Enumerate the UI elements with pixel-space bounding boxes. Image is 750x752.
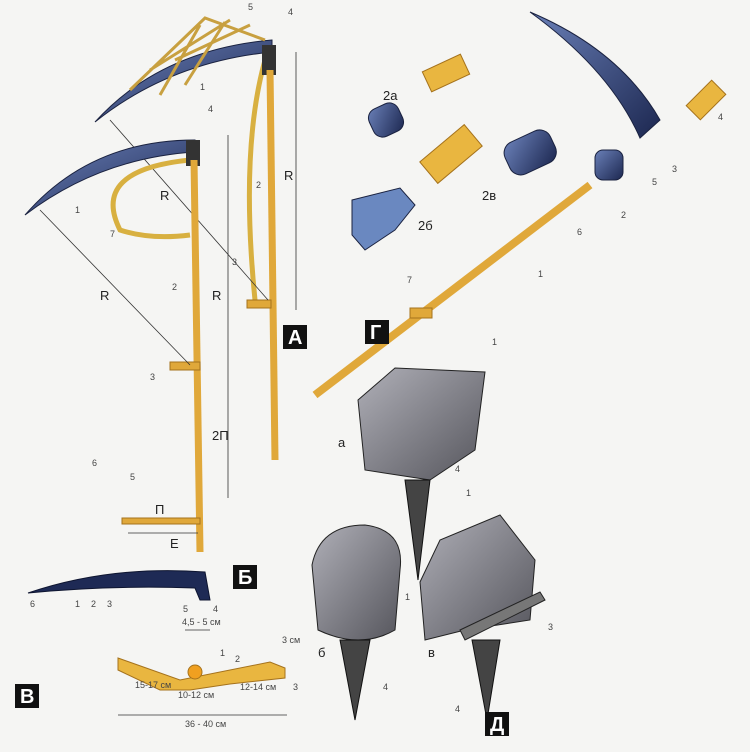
ring-2 [594, 149, 624, 181]
label: 3 [107, 599, 112, 609]
label: 4 [208, 104, 213, 114]
label: 1 [466, 488, 471, 498]
label: Е [170, 536, 179, 551]
label: 3 [548, 622, 553, 632]
figure-letter-v: В [20, 686, 34, 708]
anvil-v-spike [471, 639, 501, 721]
scythe-g-snath [312, 181, 593, 399]
label: 1 [405, 592, 410, 602]
scythe-b-snath [190, 159, 204, 553]
label: R [160, 188, 169, 203]
blade-shape [27, 570, 211, 601]
figure-letter-b: Б [238, 567, 252, 589]
ring-2v [503, 129, 557, 176]
label: 2а [383, 88, 398, 103]
label: 2П [212, 428, 229, 443]
scythe-b-bow [110, 157, 191, 240]
label: 2 [621, 210, 626, 220]
wedge-2a [421, 53, 471, 93]
label: 12-14 см [240, 682, 276, 692]
anvil-a-spike [404, 479, 431, 581]
scythe-a-grip [246, 299, 272, 309]
figure-letter-d: Д [490, 714, 504, 736]
grip-section: 4,5 - 5 см 1 2 3 см 3 15-17 см 10-12 см … [15, 617, 300, 729]
exploded-parts: 2а 2б 2в 7 6 1 2 3 4 5 Г [312, 11, 727, 399]
label: 3 см [282, 635, 300, 645]
label: 5 [248, 2, 253, 12]
blade-detail: 6 1 2 3 5 4 [27, 570, 218, 614]
label: 3 [293, 682, 298, 692]
label: 15-17 см [135, 680, 171, 690]
label: 6 [92, 458, 97, 468]
label: 36 - 40 см [185, 719, 226, 729]
label: 4 [288, 7, 293, 17]
anvil-b [311, 524, 402, 641]
label: 4 [455, 464, 460, 474]
label: П [155, 502, 164, 517]
label: 1 [75, 205, 80, 215]
label: 4 [213, 604, 218, 614]
anvil-b-spike [339, 639, 371, 721]
scythe-a-snath [266, 69, 279, 461]
anvils: а б в 1 4 1 4 1 3 4 Д [311, 337, 553, 736]
anvil-a [357, 367, 486, 481]
label: 1 [75, 599, 80, 609]
label: 7 [407, 275, 412, 285]
label: 3 [232, 257, 237, 267]
wedge-4 [685, 79, 727, 121]
scythe-b-measure-handle [121, 517, 201, 525]
label: R [284, 168, 293, 183]
label: 3 [672, 164, 677, 174]
wedge-2b [419, 123, 483, 185]
label: R [100, 288, 109, 303]
scythe-a-bow [246, 59, 268, 301]
label: 2в [482, 188, 496, 203]
clamp-2b [351, 187, 416, 251]
scythe-g-blade [529, 11, 661, 139]
label: 2 [91, 599, 96, 609]
label: 5 [183, 604, 188, 614]
label: 5 [130, 472, 135, 482]
label: 10-12 см [178, 690, 214, 700]
scythe-a-ring [262, 45, 276, 75]
label: 3 [150, 372, 155, 382]
scythe-b: 4 R 1 7 R 2 R 3 2П 6 5 П Е Б [24, 104, 257, 589]
label: б [318, 645, 325, 660]
label: 4 [383, 682, 388, 692]
label: 2 [172, 282, 177, 292]
figure-letter-a: А [288, 327, 302, 349]
label: 1 [538, 269, 543, 279]
scythe-g-grip [409, 307, 433, 319]
figure-letter-g: Г [370, 322, 381, 344]
scythe-a-cradle [128, 16, 266, 96]
anvil-v-plate [459, 591, 546, 641]
scythe-b-grip [169, 361, 201, 371]
label: 2 [256, 180, 261, 190]
scythe-b-blade [24, 139, 196, 216]
label: 4,5 - 5 см [182, 617, 221, 627]
label: 4 [718, 112, 723, 122]
scythe-a-blade [94, 39, 273, 123]
scythe-b-ring [186, 140, 200, 166]
label: 1 [200, 82, 205, 92]
label: 5 [652, 177, 657, 187]
label: а [338, 435, 346, 450]
label: 6 [577, 227, 582, 237]
label: 1 [220, 648, 225, 658]
scythe-a: 5 4 1 2 R 3 А [94, 2, 307, 461]
label: R [212, 288, 221, 303]
label: 6 [30, 599, 35, 609]
label: 2 [235, 654, 240, 664]
label: 7 [110, 229, 115, 239]
snath-section [187, 664, 203, 680]
label: 4 [455, 704, 460, 714]
label: в [428, 645, 435, 660]
grip-section-wood [117, 657, 286, 691]
label: 1 [492, 337, 497, 347]
ring-2a [367, 102, 405, 138]
label: 2б [418, 218, 433, 233]
